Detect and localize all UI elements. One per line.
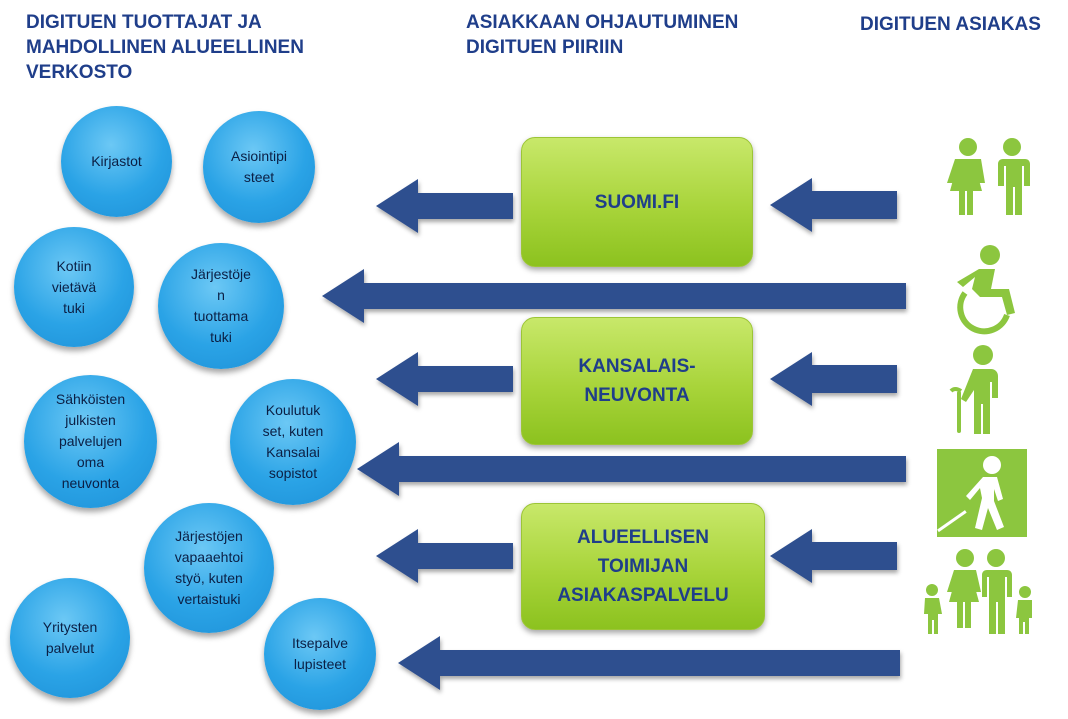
arrow-customer-to-suomi-fi	[770, 178, 897, 232]
couple-icon	[947, 138, 1030, 215]
providers-header: DIGITUEN TUOTTAJAT JA MAHDOLLINEN ALUEEL…	[26, 12, 304, 83]
arrow-kansalaisneuvonta-to-providers	[376, 352, 513, 406]
arrow-customer-to-alueellinen	[770, 529, 897, 583]
family-icon	[924, 549, 1032, 634]
provider-bubble-sahkoisten-palvelujen-neuvonta: Sähköisten julkisten palvelujen oma neuv…	[24, 375, 157, 508]
visually-impaired-person-icon	[937, 449, 1027, 537]
channel-box-alueellisen-toimijan-asiakaspalvelu: ALUEELLISEN TOIMIJAN ASIAKASPALVELU	[521, 503, 765, 630]
arrow-long-row-6	[398, 636, 900, 690]
arrow-suomi-fi-to-providers	[376, 179, 513, 233]
channel-box-suomi-fi: SUOMI.FI	[521, 137, 753, 267]
provider-bubble-yritysten-palvelut: Yritysten palvelut	[10, 578, 130, 698]
arrow-alueellinen-to-providers	[376, 529, 513, 583]
provider-bubble-asiointipisteet: Asiointipi steet	[203, 111, 315, 223]
provider-bubble-vapaaehtoistyo: Järjestöjen vapaaehtoi styö, kuten verta…	[144, 503, 274, 633]
provider-bubble-jarjestojen-tuottama-tuki: Järjestöje n tuottama tuki	[158, 243, 284, 369]
wheelchair-user-icon	[957, 245, 1015, 335]
customer-header: DIGITUEN ASIAKAS	[860, 14, 1041, 35]
provider-bubble-kotiin-vietava-tuki: Kotiin vietävä tuki	[14, 227, 134, 347]
provider-bubble-koulutukset: Koulutuk set, kuten Kansalai sopistot	[230, 379, 356, 505]
elderly-person-icon	[949, 345, 998, 434]
provider-bubble-itsepalvelupisteet: Itsepalve lupisteet	[264, 598, 376, 710]
channel-box-kansalaisneuvonta: KANSALAIS- NEUVONTA	[521, 317, 753, 445]
provider-bubble-kirjastot: Kirjastot	[61, 106, 172, 217]
guidance-header: ASIAKKAAN OHJAUTUMINEN DIGITUEN PIIRIIN	[466, 12, 739, 58]
arrow-long-row-4	[357, 442, 906, 496]
arrow-customer-to-kansalaisneuvonta	[770, 352, 897, 406]
arrow-long-row-2	[322, 269, 906, 323]
